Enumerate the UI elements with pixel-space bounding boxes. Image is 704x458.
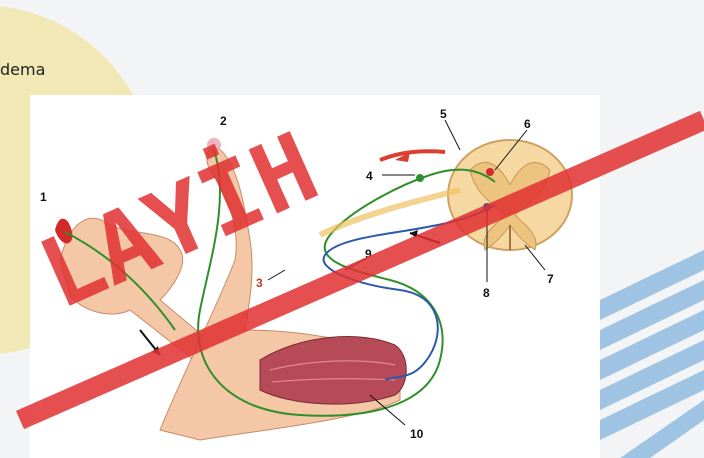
watermark-overlay: LAYİH	[0, 0, 704, 458]
reflex-arc-slide: dema	[0, 0, 704, 458]
